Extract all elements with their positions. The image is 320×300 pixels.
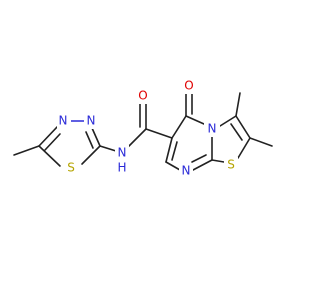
molecule-structure: S N N N H O O N N S — [13, 78, 273, 179]
amide-oxygen: O — [138, 89, 147, 103]
bond-s1-c5 — [38, 145, 61, 167]
bond-n3-c2 — [91, 127, 101, 147]
amide-hydrogen: H — [117, 161, 126, 175]
bond-methyl-c2 — [249, 137, 273, 147]
atom-bg — [64, 160, 78, 176]
bond-c7-c6 — [165, 137, 173, 163]
bond-n4-c3 — [219, 115, 237, 127]
bond-c2-nh — [99, 145, 117, 152]
pyrimidine-nitrogen: N — [182, 164, 191, 178]
atom-bg — [179, 163, 193, 179]
ring-carbonyl-oxygen: O — [184, 79, 193, 93]
atom-bg — [224, 157, 238, 173]
thiadiazole-nitrogen-4: N — [59, 114, 68, 128]
bond-c7-c6-double — [171, 141, 178, 161]
bond-c5-n4-double — [44, 133, 61, 151]
atom-bg — [57, 113, 71, 129]
bond-c2-s1thz — [237, 137, 251, 159]
bond-c5-n4 — [38, 125, 59, 147]
bond-c3-c2-double — [230, 123, 243, 141]
atom-bg — [84, 113, 98, 129]
bond-n3-c2-double — [85, 131, 94, 149]
atom-bg — [204, 121, 220, 137]
bond-methyl-thiadiazole — [13, 145, 40, 156]
atom-bg — [136, 88, 150, 104]
bond-methyl-c3 — [235, 92, 241, 117]
bond-n8-c7 — [165, 161, 181, 171]
bond-c6-c5 — [171, 115, 187, 139]
bond-nh-carbonyl — [127, 128, 147, 148]
atom-bg — [115, 145, 129, 161]
amide-nitrogen: N — [118, 146, 127, 160]
bridgehead-nitrogen: N — [208, 122, 217, 136]
bond-c8a-n8-double — [191, 154, 207, 163]
bond-s1thz-c8a — [211, 159, 225, 163]
thiadiazole-sulfur: S — [67, 161, 75, 175]
bond-c5-n4bridge — [185, 115, 205, 125]
bond-c8a-n8 — [192, 159, 213, 171]
thiadiazole-nitrogen-3: N — [87, 114, 96, 128]
bond-c3-c2 — [235, 115, 251, 139]
bond-c2-s1 — [81, 145, 101, 165]
molecule-diagram: S N N N H O O N N S — [13, 78, 273, 179]
atom-bg — [181, 78, 197, 94]
bond-carbonyl-c6 — [145, 128, 173, 139]
thiazole-sulfur: S — [227, 158, 235, 172]
